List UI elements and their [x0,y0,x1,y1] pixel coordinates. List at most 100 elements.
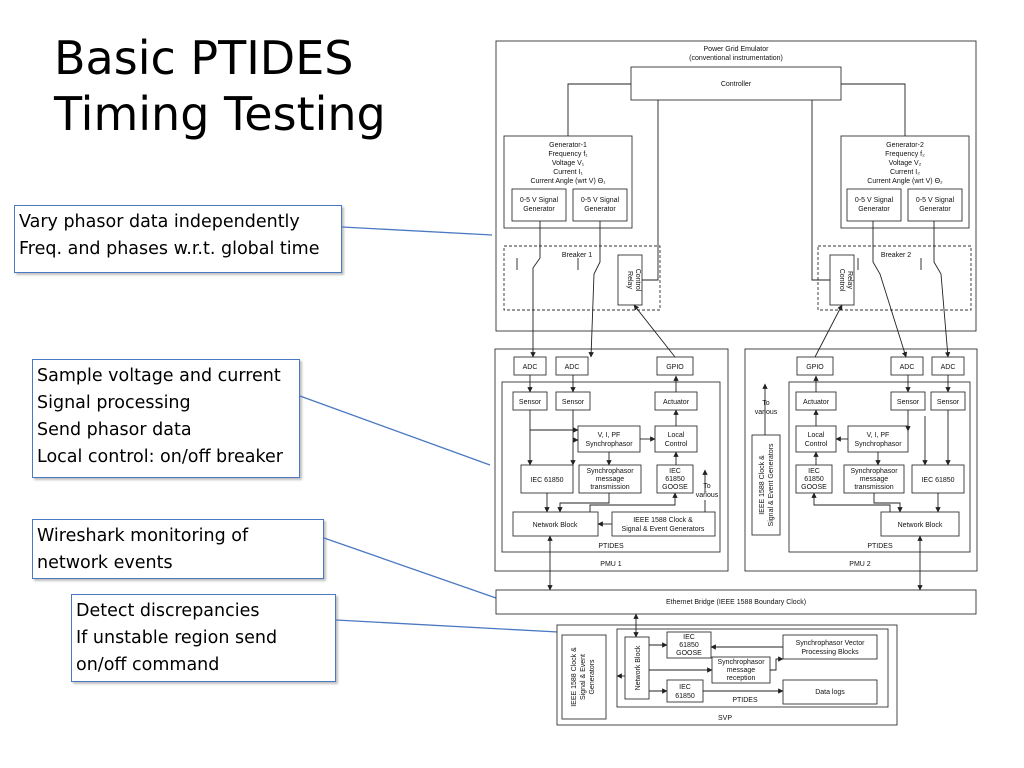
adc-label: ADC [900,364,915,371]
network-block-label: Network Block [898,522,943,529]
sync-tx-label: transmission [854,484,893,491]
callout-discrepancies: Detect discrepancies If unstable region … [71,594,336,682]
goose-label: 61850 [804,476,824,483]
synchrophasor-label: V, I, PF [867,432,890,439]
callout-line: on/off command [76,655,220,675]
siggen-label: Generator [523,206,555,213]
local-control-label: Local [668,432,685,439]
local-control-label: Local [808,432,825,439]
title-line: Basic PTIDES [54,31,354,85]
goose-label: 61850 [665,476,685,483]
local-control-label: Control [805,441,828,448]
iec-goose-block [795,464,833,494]
controller-label: Controller [721,81,752,88]
relay-label: Relay [846,271,853,289]
iec-label: IEC [679,684,691,691]
siggen-label: 0-5 V Signal [916,197,955,204]
iec-goose-block [656,464,694,494]
callout-line: Freq. and phases w.r.t. global time [19,239,320,259]
emulator-title: Power Grid Emulator [704,46,770,53]
to-various-label: To [703,483,711,490]
goose-label: GOOSE [676,650,702,657]
gen2-label: Current I₂ [890,169,920,176]
adc-label: ADC [565,364,580,371]
svp-clock-label: IEEE 1588 Clock & [571,647,578,707]
goose-label: IEC [683,634,695,641]
connector-line [299,395,491,466]
ptides-label: PTIDES [732,697,758,704]
gpio-label: GPIO [806,364,824,371]
adc-block [555,356,589,376]
synchrophasor-label: Synchrophasor [854,441,902,448]
ethernet-bridge-block [495,589,977,615]
synchrophasor-label: Synchrophasor [585,441,633,448]
callout-line: Sample voltage and current [37,366,281,386]
sync-tx-label: message [596,476,625,483]
relay-label: Control [838,269,845,292]
sensor-label: Sensor [897,399,920,406]
relay-label: Control [634,269,641,292]
gen2-label: Generator-2 [886,142,924,149]
network-block [512,511,599,537]
pmu-1-label: PMU 1 [600,561,622,568]
actuator-label: Actuator [803,399,830,406]
sync-rx-label: message [727,667,756,674]
adc-label: ADC [523,364,538,371]
sensor-label: Sensor [519,399,542,406]
vector-label: Processing Blocks [801,649,859,656]
data-logs-block [782,679,878,705]
signal-generator-block [846,188,902,222]
clock-generator-block [751,434,781,536]
iec-label: IEC 61850 [530,477,563,484]
callout-connectors [299,226,559,633]
goose-label: 61850 [679,642,699,649]
ethernet-label: Ethernet Bridge (IEEE 1588 Boundary Cloc… [666,599,806,606]
svp-clock-label: Generators [589,659,596,695]
synchrophasor-block [847,425,909,453]
signal-generator-block [572,188,628,222]
gen1-label: Current Angle (wrt V) Θ₁ [530,178,606,185]
iec-goose-block [666,631,712,659]
iec-61850-block [911,464,965,494]
local-control-block [654,425,698,453]
callout-wireshark: Wireshark monitoring of network events [32,519,324,579]
goose-label: IEC [808,468,820,475]
network-block [880,511,960,537]
actuator-label: Actuator [663,399,690,406]
gen1-label: Voltage V₁ [552,160,585,167]
sync-rx-label: Synchrophasor [717,659,765,666]
controller-block [630,66,842,101]
gen2-label: Current Angle (wrt V) Θ₂ [867,178,943,185]
data-logs-label: Data logs [815,689,845,696]
iec-label: IEC 61850 [921,477,954,484]
signal-generator-block [907,188,963,222]
callout-line: Signal processing [37,393,191,413]
to-various-label: various [696,492,719,499]
clock-label: Signal & Event Generators [768,443,775,526]
clock-label: IEEE 1588 Clock & [759,455,766,515]
sync-tx-label: message [860,476,889,483]
sync-rx-label: reception [727,675,756,682]
goose-label: GOOSE [662,484,688,491]
emulator-subtitle: (conventional instrumentation) [689,55,783,62]
iec-label: 61850 [675,693,695,700]
siggen-label: 0-5 V Signal [855,197,894,204]
network-block-label: Network Block [635,645,642,690]
diagram-labels: Power Grid Emulator (conventional instru… [519,46,960,722]
connector-line [335,619,559,633]
callout-line: Wireshark monitoring of [37,526,249,546]
signal-generator-block [511,188,567,222]
callout-line: Local control: on/off breaker [37,447,283,467]
callout-line: network events [37,553,173,573]
relay-control-block [617,254,643,306]
relay-label: Relay [626,271,633,289]
siggen-label: 0-5 V Signal [520,197,559,204]
connector-line [323,537,497,599]
ptides-label: PTIDES [867,543,893,550]
sync-tx-label: transmission [590,484,629,491]
diagram-connections [516,83,951,694]
callout-pmu-functions: Sample voltage and current Signal proces… [32,359,300,478]
gpio-label: GPIO [666,364,684,371]
iec-61850-block [520,464,574,494]
